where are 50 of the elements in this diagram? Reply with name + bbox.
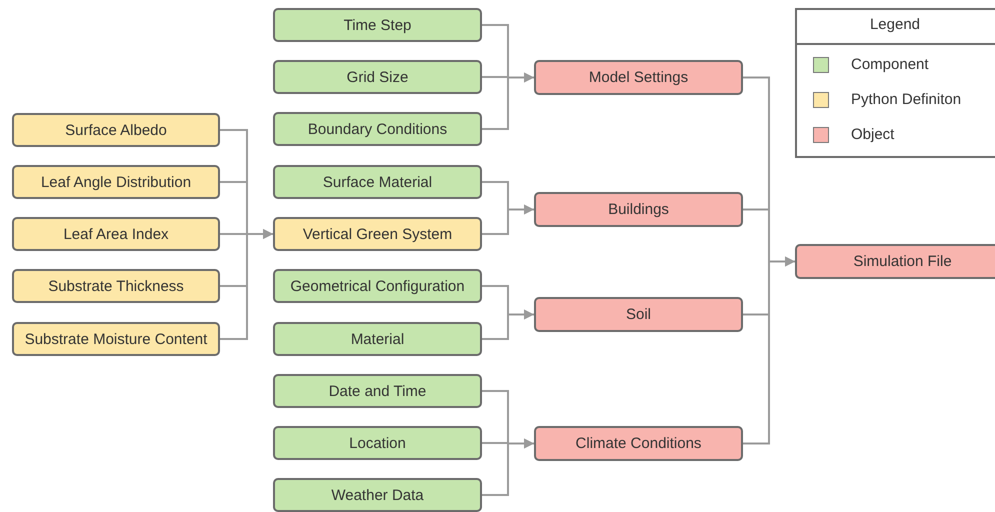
box-label: Simulation File — [853, 253, 952, 270]
box-label: Weather Data — [331, 486, 424, 504]
box-label: Date and Time — [328, 382, 426, 400]
process-box — [534, 297, 743, 332]
box-label: Leaf Angle Distribution — [40, 174, 192, 190]
legend-label: Object — [851, 126, 894, 143]
box-label: Vertical Green System — [302, 226, 452, 242]
process-box — [12, 165, 220, 199]
legend-label: Component — [851, 56, 929, 73]
process-box — [534, 60, 743, 95]
box-label: Buildings — [608, 201, 669, 218]
process-box — [273, 8, 482, 42]
box-label: Location — [349, 434, 406, 452]
process-box — [273, 322, 482, 356]
legend-title: Legend — [868, 16, 922, 33]
process-box — [273, 112, 482, 146]
connector-arrow — [743, 256, 795, 444]
process-box — [273, 60, 482, 94]
process-box — [273, 478, 482, 512]
box-label: Substrate Thickness — [48, 278, 184, 294]
process-box — [12, 322, 220, 356]
process-box — [795, 244, 995, 279]
box-label: Model Settings — [588, 69, 688, 86]
legend-label: Python Definiton — [851, 91, 962, 108]
process-box — [273, 426, 482, 460]
process-box — [12, 269, 220, 303]
box-label: Time Step — [344, 16, 412, 34]
box-label: Surface Material — [322, 174, 432, 190]
connector-arrow — [482, 204, 534, 235]
box-label: Grid Size — [346, 68, 408, 86]
process-box — [534, 192, 743, 227]
box-label: Climate Conditions — [576, 435, 702, 452]
process-box — [273, 217, 482, 251]
connector-arrow — [482, 72, 534, 130]
box-label: Geometrical Configuration — [290, 278, 465, 294]
process-box — [12, 113, 220, 147]
connector-arrow — [220, 229, 273, 340]
process-box — [12, 217, 220, 251]
process-box — [273, 165, 482, 199]
process-box — [273, 269, 482, 303]
connector-arrow — [482, 438, 534, 496]
process-box — [273, 374, 482, 408]
process-box — [534, 426, 743, 461]
box-label: Soil — [626, 306, 651, 323]
box-label: Substrate Moisture Content — [24, 330, 208, 348]
connector-arrow — [482, 310, 534, 340]
box-label: Surface Albedo — [65, 122, 167, 138]
box-label: Material — [350, 330, 404, 348]
box-label: Boundary Conditions — [308, 120, 448, 138]
box-label: Leaf Area Index — [63, 226, 169, 242]
